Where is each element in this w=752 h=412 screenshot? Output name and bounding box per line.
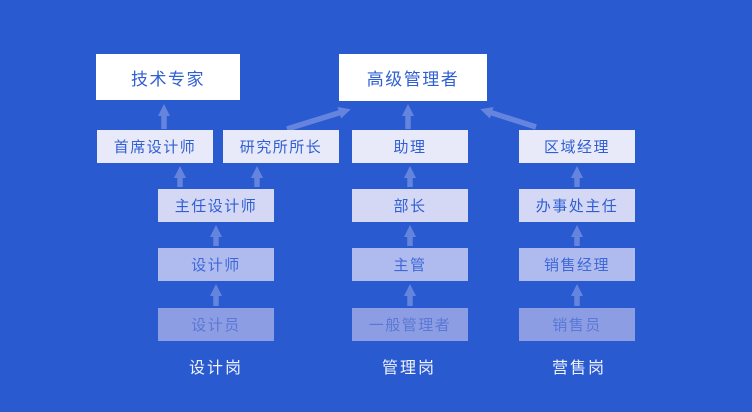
node-assistant: 助理 <box>352 130 468 163</box>
node-director-designer: 主任设计师 <box>158 189 274 222</box>
node-designer: 设计师 <box>158 248 274 281</box>
node-institute-director: 研究所所长 <box>223 130 339 163</box>
node-design-staff: 设计员 <box>158 308 274 341</box>
footer-sales-post: 营售岗 <box>551 358 606 377</box>
node-department-head: 部长 <box>352 189 468 222</box>
node-senior-manager: 高级管理者 <box>339 54 487 101</box>
node-chief-designer: 首席设计师 <box>97 130 213 163</box>
node-salesperson: 销售员 <box>519 308 635 341</box>
arrow-regional-manager-to-senior-manager <box>480 107 537 130</box>
node-tech-expert: 技术专家 <box>96 54 240 100</box>
arrow-institute-director-to-senior-manager <box>286 107 351 132</box>
node-supervisor: 主管 <box>352 248 468 281</box>
node-regional-manager: 区域经理 <box>519 130 635 163</box>
node-general-manager: 一般管理者 <box>352 308 468 341</box>
footer-management-post: 管理岗 <box>381 358 436 377</box>
node-office-director: 办事处主任 <box>519 189 635 222</box>
footer-design-post: 设计岗 <box>188 358 243 377</box>
node-sales-manager: 销售经理 <box>519 248 635 281</box>
